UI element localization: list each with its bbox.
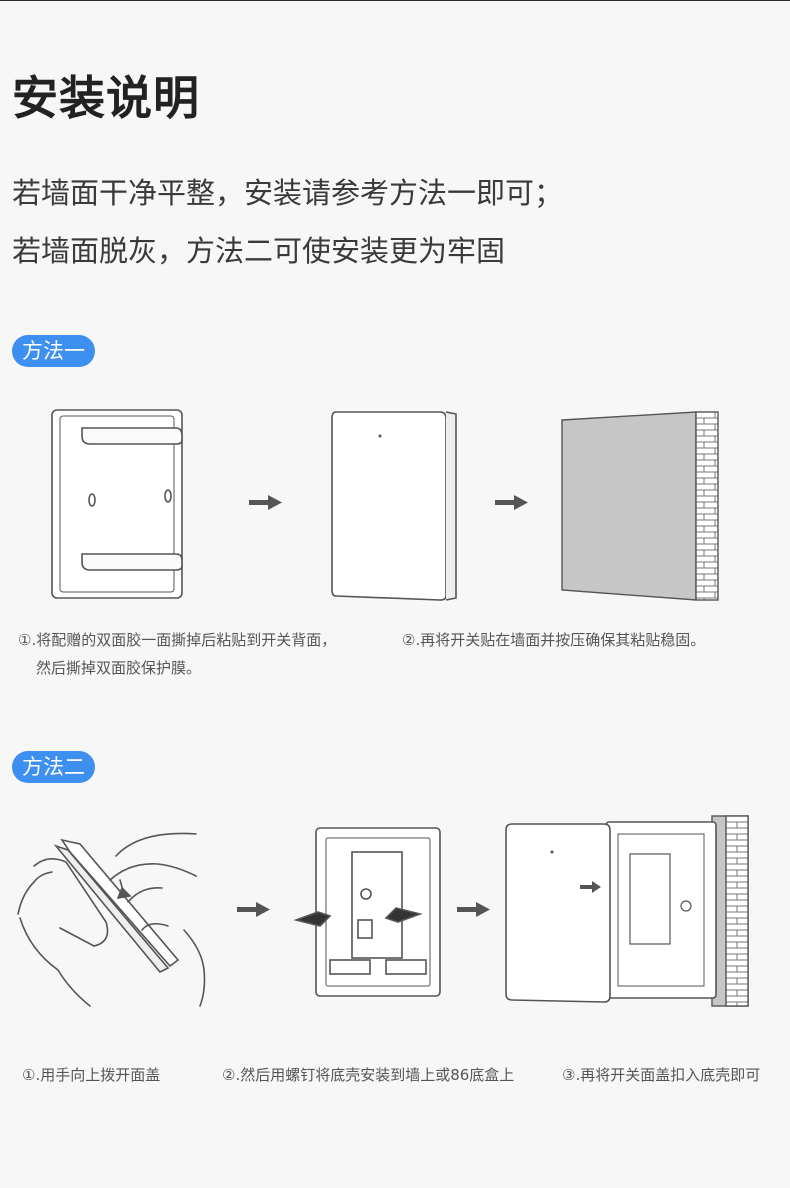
base-shell-with-screws-icon [293, 827, 441, 997]
intro-line-1: 若墙面干净平整，安装请参考方法一即可； [12, 176, 564, 210]
hands-opening-cover-icon [17, 832, 206, 1007]
method-two-step1-caption: ①.用手向上拨开面盖 [22, 1066, 161, 1084]
method-one-badge: 方法一 [12, 335, 95, 367]
method-two-illustration [17, 815, 749, 1007]
method-two-step2-caption: ②.然后用螺钉将底壳安装到墙上或86底盒上 [222, 1066, 515, 1084]
brick-wall-icon [561, 411, 719, 601]
method-one-step1-caption-cont: 然后撕掉双面胶保护膜。 [36, 659, 202, 677]
arrow-right-icon [457, 902, 490, 917]
intro-line-2: 若墙面脱灰，方法二可使安装更为牢固 [12, 234, 506, 268]
arrow-right-icon [495, 495, 528, 510]
switch-front-panel-icon [331, 411, 457, 601]
switch-back-with-tape-icon [51, 409, 183, 599]
arrow-right-icon [249, 495, 282, 510]
method-one-illustration [51, 409, 719, 601]
arrow-right-icon [237, 902, 270, 917]
page-title: 安装说明 [12, 71, 200, 125]
method-two-badge: 方法二 [12, 751, 95, 783]
top-divider [0, 0, 790, 1]
cover-snap-on-wall-icon [505, 815, 749, 1007]
method-one-step1-caption: ①.将配赠的双面胶一面撕掉后粘贴到开关背面， [18, 631, 337, 649]
method-two-step3-caption: ③.再将开关面盖扣入底壳即可 [562, 1066, 761, 1084]
method-one-step2-caption: ②.再将开关贴在墙面并按压确保其粘贴稳固。 [402, 631, 706, 649]
